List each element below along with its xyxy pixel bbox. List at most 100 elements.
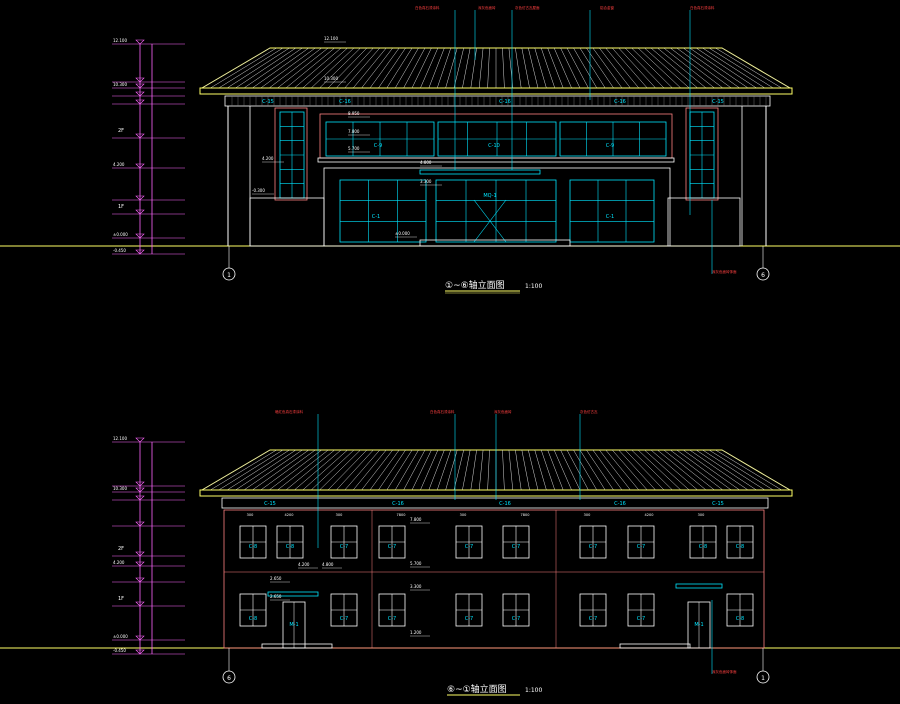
top-lower-window-left	[339, 179, 427, 243]
top-window-tag: C-1	[606, 214, 614, 220]
top-roof-tile-line	[260, 47, 316, 89]
bottom-lower-window-tag: C-8	[736, 616, 744, 622]
top-elev-mark: 5.700	[348, 146, 360, 151]
bottom-roof-tile-line	[311, 449, 355, 491]
top-roof-tile-line	[210, 47, 277, 89]
bottom-roof-tile-line	[624, 449, 665, 491]
top-roof-tile-line	[624, 47, 665, 89]
top_view-level-marker	[135, 249, 145, 255]
bottom-roof-tile-line	[663, 449, 715, 491]
bottom-roof-tile-line	[210, 449, 277, 491]
top-elev-mark: 12.100	[324, 36, 338, 41]
bottom-upper-window-tag: C-8	[699, 544, 707, 550]
bottom-roof-tile-line	[579, 449, 606, 491]
bottom-roof-tile-line	[566, 449, 589, 491]
bottom-upper-window-tag: C-7	[637, 544, 645, 550]
bottom-roof-tile-line	[599, 449, 631, 491]
top-roof-tile-line	[361, 47, 393, 89]
top_view-level-marker	[135, 99, 145, 105]
top_view-level-marker	[135, 91, 145, 97]
top-roof-tile-line	[515, 47, 522, 89]
top-roof-eave-band	[199, 87, 793, 95]
top-window-tag: MQ-1	[483, 193, 496, 199]
bottom-roof-tile-line	[327, 449, 368, 491]
bottom-roof-tile-line	[302, 449, 348, 491]
bottom-elev-mark: 7.800	[410, 517, 422, 522]
top-elev-mark: 8.950	[348, 111, 360, 116]
top_view-level-label: -0.450	[113, 248, 126, 253]
bottom-upper-window-tag: C-7	[388, 544, 396, 550]
top-roof-tile-line	[721, 47, 791, 89]
top_view-level-marker	[135, 77, 145, 83]
top_view-level-marker	[135, 163, 145, 169]
bottom-roof-tile-line	[657, 449, 707, 491]
bottom_view-level-marker	[135, 601, 145, 607]
bottom-roof-tile-line	[462, 449, 471, 491]
bottom-roof-tile-line	[243, 449, 303, 491]
top_view-level-marker	[135, 195, 145, 201]
top-roof-tile-line	[411, 47, 432, 89]
bottom-material-note: 深灰色面砖饰面	[712, 669, 737, 674]
top-roof-tile-line	[689, 47, 749, 89]
bottom-roof-tag: C-15	[712, 501, 724, 507]
bottom-dim-label: 4200	[645, 513, 654, 517]
top-roof-tile-line	[428, 47, 445, 89]
bottom-lower-window-tag: C-7	[512, 616, 520, 622]
bottom-roof-tile-line	[487, 449, 490, 491]
bottom-roof-tile-line	[689, 449, 749, 491]
top-roof-tile-line	[592, 47, 623, 89]
top-view-scale: 1:100	[525, 283, 542, 290]
bottom-material-note: 白色真石漆涂料	[430, 409, 455, 414]
bottom-steps	[619, 643, 691, 649]
top-window-tag: C-15	[262, 99, 274, 105]
bottom-roof-tile-line	[411, 449, 432, 491]
top-window-tag: C-16	[499, 99, 511, 105]
top-roof-tile-line	[573, 47, 598, 89]
bottom-roof-tile-line	[403, 449, 426, 491]
top_view-level-marker	[135, 83, 145, 89]
top-roof-tile-line	[344, 47, 380, 89]
top-elev-mark: ±0.000	[395, 231, 410, 236]
bottom-lower-window-tag: C-7	[589, 616, 597, 622]
bottom-dim-label: 300	[460, 513, 467, 517]
bottom-roof-tag: C-16	[392, 501, 404, 507]
top-window-tag: C-1	[372, 214, 380, 220]
top-roof-tile-line	[605, 47, 639, 89]
top-roof-tile-line	[420, 47, 439, 89]
top-roof-tile-line	[528, 47, 539, 89]
top-roof-tile-line	[453, 47, 464, 89]
bottom-roof-tag: C-15	[264, 501, 276, 507]
bottom-roof-tile-line	[521, 449, 530, 491]
bottom-roof-tile-line	[319, 449, 361, 491]
bottom-roof-tile-line	[708, 449, 774, 491]
bottom-roof-tile-line	[721, 449, 791, 491]
top-roof-tile-line	[462, 47, 471, 89]
top-side-frame-right	[685, 107, 719, 201]
top-elev-mark: 4.800	[420, 160, 432, 165]
top-elev-mark: 10.300	[324, 76, 338, 81]
bottom-door-canopy	[675, 583, 723, 589]
top-roof-tile-line	[470, 47, 477, 89]
top-roof-tile-line	[521, 47, 530, 89]
top_view-level-label: 12.100	[113, 38, 127, 43]
bottom_view-level-label: -0.450	[113, 648, 126, 653]
bottom-cornice	[221, 497, 769, 509]
top-roof-tile-line	[612, 47, 648, 89]
bottom-material-note: 灰色仿古瓦	[580, 409, 598, 414]
top-roof-tile-line	[336, 47, 374, 89]
top-roof-tile-line	[708, 47, 774, 89]
bottom-elev-mark: 2.650	[270, 594, 282, 599]
bottom-dim-label: 300	[584, 513, 591, 517]
top-roof-tile-line	[696, 47, 757, 89]
bottom-roof-tile-line	[428, 449, 445, 491]
bottom-roof-tile-line	[353, 449, 387, 491]
bottom_view-level-marker	[135, 495, 145, 501]
top-roof-tile-line	[631, 47, 673, 89]
bottom-roof-tile-line	[502, 449, 505, 491]
top-roof-tile-line	[534, 47, 547, 89]
top-roof-tile-line	[637, 47, 681, 89]
top-material-note: 深灰色面砖	[478, 5, 496, 10]
bottom-steps	[261, 643, 333, 649]
